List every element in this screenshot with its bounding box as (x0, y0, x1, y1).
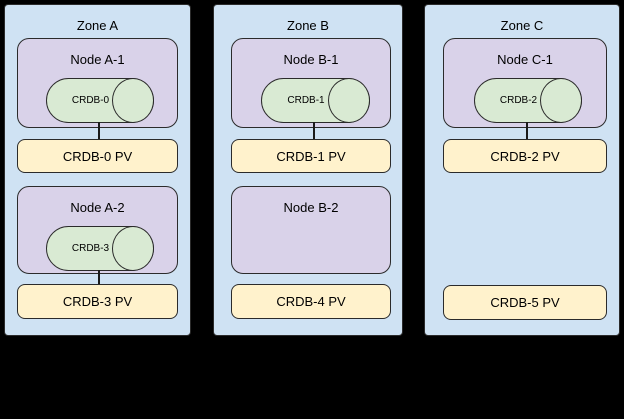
pv-crdb-3-label: CRDB-3 PV (62, 294, 133, 309)
pv-crdb-3: CRDB-3 PV (17, 284, 178, 319)
pv-crdb-4: CRDB-4 PV (231, 284, 391, 319)
connector-crdb-0-to-pv (98, 122, 100, 139)
connector-crdb-3-to-pv (98, 270, 100, 284)
node-b-2: Node B-2 (231, 186, 391, 274)
pod-crdb-2-label: CRDB-2 (499, 95, 538, 106)
node-a-1-label: Node A-1 (70, 52, 125, 67)
cylinder-end-cap (540, 78, 582, 123)
pv-crdb-1: CRDB-1 PV (231, 139, 391, 173)
zone-b-label: Zone B (287, 18, 329, 33)
pv-crdb-1-label: CRDB-1 PV (276, 148, 346, 164)
pod-crdb-0-cylinder: CRDB-0 (46, 78, 154, 123)
node-b-2-label: Node B-2 (283, 200, 339, 215)
pv-crdb-2-label: CRDB-2 PV (490, 148, 560, 164)
pod-crdb-3-cylinder: CRDB-3 (46, 226, 154, 271)
pod-crdb-3-label: CRDB-3 (71, 243, 110, 254)
node-b-1: Node B-1 CRDB-1 (231, 38, 391, 128)
node-c-1: Node C-1 CRDB-2 (443, 38, 607, 128)
cylinder-end-cap (112, 78, 154, 123)
cylinder-end-cap (112, 226, 154, 271)
zone-a-label: Zone A (76, 18, 119, 33)
pv-crdb-5: CRDB-5 PV (443, 285, 607, 320)
node-a-1: Node A-1 CRDB-0 (17, 38, 178, 128)
pv-crdb-2: CRDB-2 PV (443, 139, 607, 173)
zone-c-label: Zone C (500, 18, 544, 33)
zone-a: Zone A Node A-1 CRDB-0 CRDB-0 PV Node A-… (4, 4, 191, 336)
zone-c: Zone C Node C-1 CRDB-2 CRDB-2 PV CRDB-5 … (424, 4, 620, 336)
pv-crdb-4-label: CRDB-4 PV (276, 294, 346, 309)
node-b-1-label: Node B-1 (283, 52, 339, 67)
pod-crdb-2-cylinder: CRDB-2 (474, 78, 582, 123)
pv-crdb-5-label: CRDB-5 PV (490, 295, 560, 310)
node-a-2: Node A-2 CRDB-3 (17, 186, 178, 274)
zone-b: Zone B Node B-1 CRDB-1 CRDB-1 PV Node B-… (213, 4, 403, 336)
node-c-1-label: Node C-1 (497, 52, 553, 67)
pod-crdb-1-label: CRDB-1 (287, 95, 325, 106)
connector-crdb-1-to-pv (313, 122, 315, 139)
pv-crdb-0-label: CRDB-0 PV (62, 148, 133, 164)
node-a-2-label: Node A-2 (70, 200, 125, 215)
cylinder-end-cap (328, 78, 370, 123)
pod-crdb-1-cylinder: CRDB-1 (261, 78, 370, 123)
pv-crdb-0: CRDB-0 PV (17, 139, 178, 173)
pod-crdb-0-label: CRDB-0 (71, 95, 110, 106)
connector-crdb-2-to-pv (526, 122, 528, 139)
